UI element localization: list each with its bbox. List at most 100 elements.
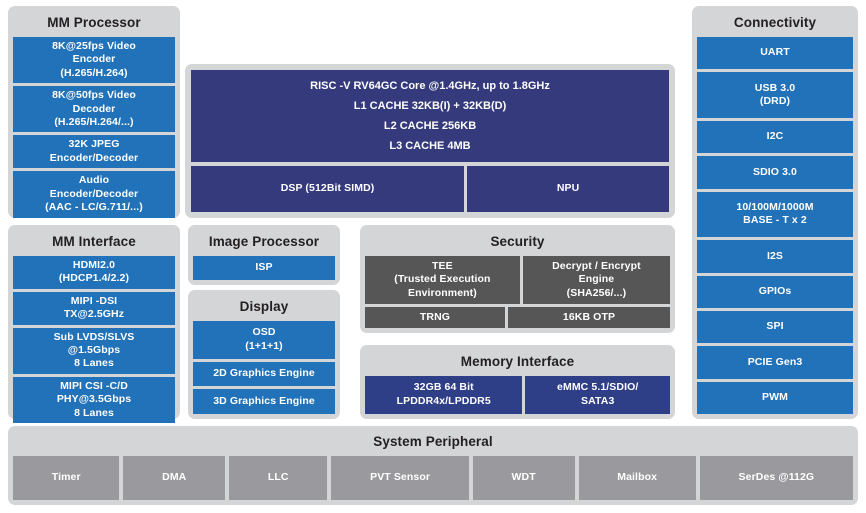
- cpu-core-line-3: L3 CACHE 4MB: [389, 140, 471, 153]
- block-item[interactable]: SerDes @112G: [699, 455, 853, 500]
- block-line-0: MIPI -DSI: [70, 294, 118, 307]
- panel-title-memory-interface: Memory Interface: [460, 354, 575, 369]
- block-item[interactable]: DSP (512Bit SIMD): [191, 166, 465, 212]
- panel-title-system-peripheral: System Peripheral: [373, 434, 493, 449]
- block-line-0: 10/100M/1000M: [736, 201, 814, 214]
- block-item[interactable]: SDIO 3.0: [697, 156, 853, 189]
- block-item[interactable]: SPI: [697, 311, 853, 344]
- block-item[interactable]: UART: [697, 36, 853, 70]
- block-line-1: BASE - T x 2: [743, 214, 807, 227]
- block-line-0: ISP: [255, 261, 273, 274]
- block-line-0: MIPI CSI -C/D: [60, 379, 128, 392]
- block-line-0: 8K@50fps Video: [52, 89, 136, 102]
- block-line-0: USB 3.0: [754, 81, 796, 94]
- block-item[interactable]: OSD(1+1+1): [193, 320, 335, 359]
- panel-body-system-peripheral: Timer DMA LLC PVT Sensor WDT Mailbox SerDes @1…: [13, 455, 853, 500]
- block-line-0: SDIO 3.0: [753, 165, 797, 178]
- panel-title-mm-processor: MM Processor: [47, 15, 141, 30]
- block-line-1: SATA3: [581, 394, 615, 407]
- block-line-2: (H.265/H.264): [60, 66, 128, 79]
- block-line-0: PWM: [762, 391, 788, 404]
- block-line-0: PVT Sensor: [370, 471, 431, 484]
- block-line-0: Mailbox: [617, 471, 658, 484]
- block-item[interactable]: I2S: [697, 240, 853, 273]
- block-line-0: TEE: [432, 259, 453, 272]
- block-item[interactable]: 16KB OTP: [508, 306, 670, 328]
- block-line-0: Timer: [51, 471, 81, 484]
- block-item[interactable]: Mailbox: [578, 455, 696, 500]
- block-line-0: TRNG: [419, 310, 451, 323]
- cpu-core-line-1: L1 CACHE 32KB(I) + 32KB(D): [353, 99, 507, 112]
- cpu-core-line-0: RISC -V RV64GC Core @1.4GHz, up to 1.8GH…: [310, 79, 550, 92]
- block-item[interactable]: DMA: [123, 455, 226, 500]
- block-line-1: LPDDR4x/LPDDR5: [396, 394, 491, 407]
- block-line-0: DSP (512Bit SIMD): [280, 182, 375, 195]
- panel-title-image-processor: Image Processor: [208, 234, 320, 249]
- block-line-2: (AAC - LC/G.711/...): [45, 201, 143, 214]
- panel-image-processor: Image Processor ISP: [188, 225, 340, 285]
- block-item[interactable]: GPIOs: [697, 275, 853, 309]
- block-item[interactable]: Timer: [13, 455, 120, 500]
- block-item[interactable]: USB 3.0(DRD): [697, 72, 853, 118]
- system-peripheral-row: Timer DMA LLC PVT Sensor WDT Mailbox SerDes @1…: [13, 455, 853, 500]
- block-line-0: 32GB 64 Bit: [413, 381, 474, 394]
- block-item[interactable]: NPU: [467, 166, 669, 212]
- block-line-0: 2D Graphics Engine: [213, 367, 315, 380]
- block-line-0: DMA: [162, 471, 187, 484]
- block-item[interactable]: HDMI2.0(HDCP1.4/2.2): [13, 255, 175, 289]
- block-item[interactable]: PVT Sensor: [331, 455, 469, 500]
- block-line-1: PHY@3.5Gbps: [56, 393, 132, 406]
- panel-title-display: Display: [239, 299, 289, 314]
- block-line-2: Environment): [407, 286, 477, 299]
- block-line-1: Encoder: [72, 53, 116, 66]
- block-item[interactable]: LLC: [229, 455, 328, 500]
- block-item[interactable]: TRNG: [365, 306, 505, 328]
- block-line-0: OSD: [252, 326, 276, 339]
- block-line-0: LLC: [267, 471, 289, 484]
- security-row-2: TRNG 16KB OTP: [365, 306, 670, 328]
- block-item[interactable]: I2C: [697, 120, 853, 154]
- block-item[interactable]: 3D Graphics Engine: [193, 389, 335, 415]
- panel-body-cpu-complex: RISC -V RV64GC Core @1.4GHz, up to 1.8GH…: [191, 70, 669, 212]
- block-item[interactable]: ISP: [193, 255, 335, 280]
- block-line-0: NPU: [556, 182, 580, 195]
- panel-cpu-complex: RISC -V RV64GC Core @1.4GHz, up to 1.8GH…: [185, 64, 675, 218]
- panel-display: Display OSD(1+1+1) 2D Graphics Engine 3D G…: [188, 290, 340, 419]
- block-line-0: 16KB OTP: [562, 310, 616, 323]
- block-line-2: (H.265/H.264/...): [54, 116, 134, 129]
- block-line-1: (DRD): [759, 95, 791, 108]
- block-line-0: SPI: [766, 320, 784, 333]
- cpu-subblock-row: DSP (512Bit SIMD) NPU: [191, 166, 669, 212]
- block-item[interactable]: PCIE Gen3: [697, 346, 853, 379]
- block-line-0: 3D Graphics Engine: [213, 395, 315, 407]
- block-line-1: Encoder/Decoder: [49, 187, 139, 200]
- block-line-0: Decrypt / Encrypt: [552, 259, 641, 272]
- block-item[interactable]: WDT: [472, 455, 575, 500]
- cpu-core-block[interactable]: RISC -V RV64GC Core @1.4GHz, up to 1.8GH…: [191, 70, 669, 162]
- block-item[interactable]: 2D Graphics Engine: [193, 361, 335, 387]
- block-line-1: (HDCP1.4/2.2): [58, 272, 130, 285]
- block-item[interactable]: eMMC 5.1/SDIO/SATA3: [525, 375, 671, 414]
- block-item[interactable]: PWM: [697, 381, 853, 414]
- block-line-0: 8K@25fps Video: [52, 39, 136, 52]
- block-line-0: SerDes @112G: [738, 471, 815, 484]
